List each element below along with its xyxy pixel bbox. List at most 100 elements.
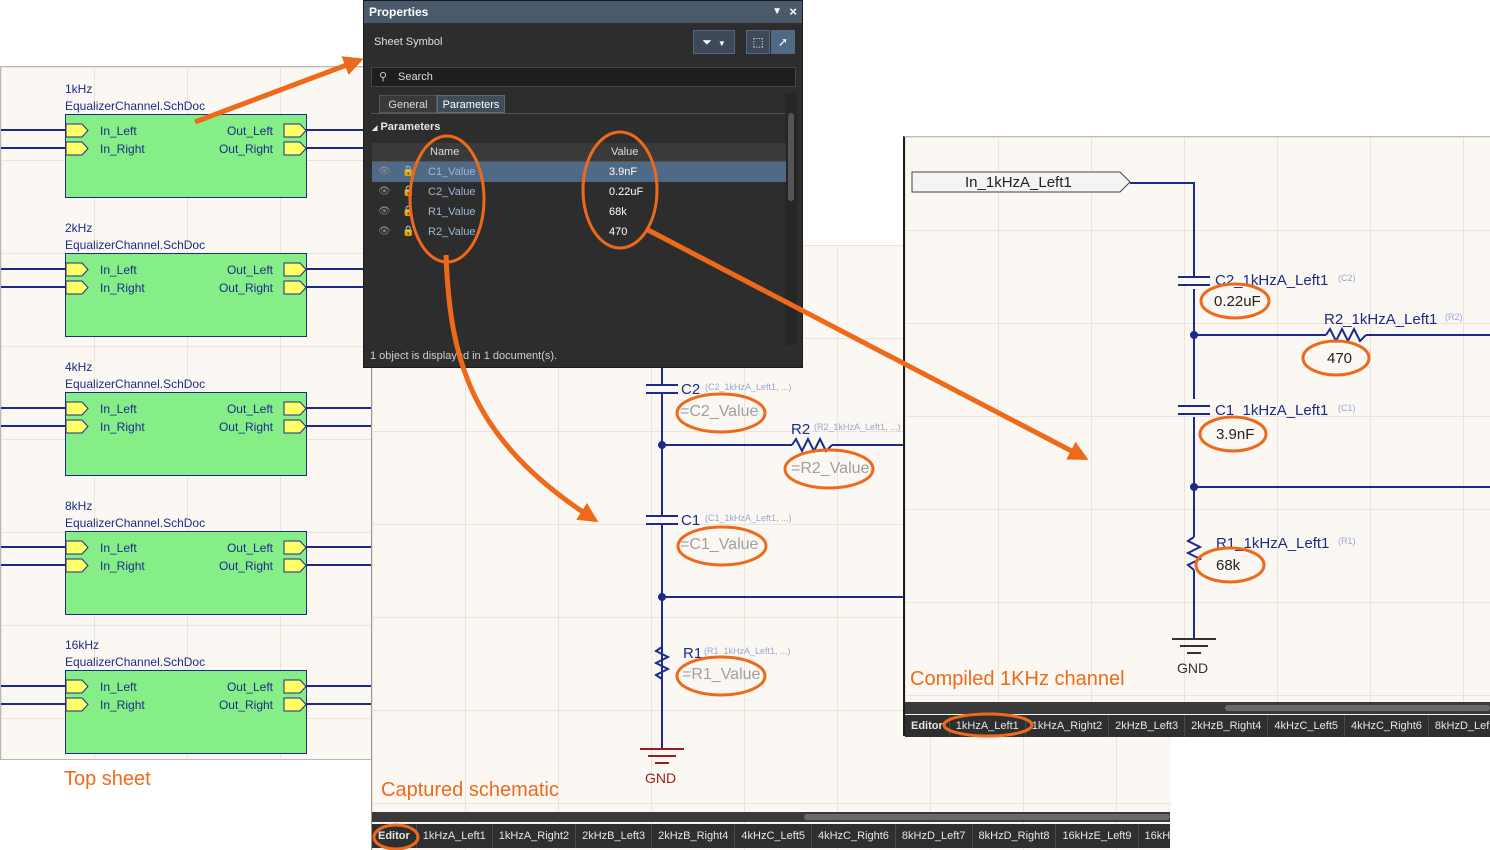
document-tab[interactable]: 1kHzA_Left1 (950, 715, 1026, 737)
scrollbar-thumb[interactable] (804, 814, 1170, 820)
document-tab[interactable]: 2kHzB_Right4 (1185, 715, 1269, 737)
compiled-port-label[interactable]: In_1kHzA_Left1 (965, 174, 1072, 191)
capacitor-c2-symbol[interactable] (646, 384, 678, 394)
sheet-symbol-filename[interactable]: EqualizerChannel.SchDoc (65, 516, 206, 530)
sheet-symbol-filename[interactable]: EqualizerChannel.SchDoc (65, 99, 206, 113)
sheet-entry-in-left[interactable]: In_Left (100, 541, 137, 555)
tab-editor[interactable]: Editor (905, 715, 950, 737)
document-tab[interactable]: 1kHzA_Right2 (1026, 715, 1110, 737)
c2-value[interactable]: =C2_Value (680, 403, 759, 420)
sheet-entry-out-right[interactable]: Out_Right (218, 698, 273, 712)
document-tab[interactable]: 4kHzC_Left5 (1268, 715, 1345, 737)
sheet-symbol-designator[interactable]: 2kHz (65, 221, 93, 235)
parameter-value[interactable]: 3.9nF (609, 166, 638, 178)
document-tab[interactable]: 8kHzD_Right8 (973, 824, 1057, 848)
parameter-name[interactable]: C2_Value (428, 186, 476, 198)
document-tab[interactable]: 8kHzD_Left7 (896, 824, 973, 848)
compiled-r1-value[interactable]: 68k (1216, 557, 1241, 574)
sheet-entry-out-left[interactable]: Out_Left (226, 263, 273, 277)
horizontal-scrollbar[interactable] (905, 702, 1490, 714)
search-input[interactable]: Search (398, 71, 433, 83)
c2-designator[interactable]: C2 (681, 381, 701, 398)
document-tab[interactable]: 1kHzA_Right2 (493, 824, 577, 848)
sheet-entry-out-right[interactable]: Out_Right (218, 559, 273, 573)
document-tab[interactable]: 2kHzB_Left3 (1109, 715, 1186, 737)
sheet-symbol-filename[interactable]: EqualizerChannel.SchDoc (65, 655, 206, 669)
compiled-c2-value[interactable]: 0.22uF (1214, 293, 1261, 310)
c1-value[interactable]: =C1_Value (680, 536, 759, 553)
lock-icon[interactable]: 🔒 (402, 206, 415, 217)
r1-value[interactable]: =R1_Value (682, 666, 761, 683)
visibility-icon[interactable]: 👁 (378, 166, 391, 177)
horizontal-scrollbar[interactable] (372, 812, 1170, 822)
sheet-symbol-designator[interactable]: 16kHz (65, 638, 100, 652)
document-tab[interactable]: 2kHzB_Left3 (576, 824, 653, 848)
document-tab[interactable]: 4kHzC_Right6 (812, 824, 896, 848)
compiled-r2-value[interactable]: 470 (1327, 350, 1353, 367)
sheet-symbol-filename[interactable]: EqualizerChannel.SchDoc (65, 238, 206, 252)
pin-icon[interactable]: ▼ (772, 6, 782, 17)
parameter-row[interactable]: 👁 🔒 C2_Value 0.22uF (372, 182, 786, 202)
sheet-symbol-designator[interactable]: 1kHz (65, 82, 93, 96)
lock-icon[interactable]: 🔒 (402, 226, 415, 237)
sheet-entry-in-left[interactable]: In_Left (100, 680, 137, 694)
parameter-row[interactable]: 👁 🔒 R1_Value 68k (372, 202, 786, 222)
parameter-name[interactable]: R2_Value (428, 226, 476, 238)
sheet-entry-in-right[interactable]: In_Right (100, 559, 145, 573)
sheet-entry-in-left[interactable]: In_Left (100, 402, 137, 416)
compiled-c1-value[interactable]: 3.9nF (1216, 426, 1255, 443)
parameter-name[interactable]: C1_Value (428, 166, 476, 178)
visibility-icon[interactable]: 👁 (378, 226, 391, 237)
column-header-value[interactable]: Value (611, 146, 639, 158)
document-tab[interactable]: 2kHzB_Right4 (652, 824, 736, 848)
parameter-value[interactable]: 68k (609, 206, 627, 218)
parameter-name[interactable]: R1_Value (428, 206, 476, 218)
sheet-entry-out-left[interactable]: Out_Left (226, 541, 273, 555)
scrollbar-thumb[interactable] (1225, 705, 1490, 711)
sheet-entry-out-right[interactable]: Out_Right (218, 420, 273, 434)
document-tab[interactable]: 16kHz (1139, 824, 1170, 848)
sheet-entry-in-right[interactable]: In_Right (100, 420, 145, 434)
parameter-value[interactable]: 0.22uF (609, 186, 644, 198)
select-pointer-button[interactable]: ➚ (771, 30, 795, 54)
search-box[interactable]: ⚲ Search (371, 67, 796, 87)
tab-general[interactable]: General (379, 95, 437, 113)
sheet-entry-out-left[interactable]: Out_Left (226, 402, 273, 416)
document-tab[interactable]: 16kHzE_Left9 (1056, 824, 1139, 848)
compiled-c1-designator[interactable]: C1_1kHzA_Left1 (1215, 402, 1329, 419)
lock-icon[interactable]: 🔒 (402, 186, 415, 197)
parameter-value[interactable]: 470 (609, 226, 628, 238)
document-tab[interactable]: 4kHzC_Left5 (735, 824, 812, 848)
capacitor-c2-symbol[interactable] (1178, 276, 1210, 286)
capacitor-c1-symbol[interactable] (646, 515, 678, 525)
select-objects-button[interactable]: ⬚ (746, 30, 770, 54)
r1-designator[interactable]: R1 (683, 645, 703, 662)
visibility-icon[interactable]: 👁 (378, 206, 391, 217)
sheet-entry-in-right[interactable]: In_Right (100, 698, 145, 712)
sheet-entry-in-left[interactable]: In_Left (100, 124, 137, 138)
column-header-name[interactable]: Name (430, 146, 460, 158)
visibility-icon[interactable]: 👁 (378, 186, 391, 197)
sheet-entry-out-left[interactable]: Out_Left (226, 124, 273, 138)
parameter-row[interactable]: 👁 🔒 R2_Value 470 (372, 222, 786, 242)
sheet-symbol-filename[interactable]: EqualizerChannel.SchDoc (65, 377, 206, 391)
sheet-symbol-designator[interactable]: 8kHz (65, 499, 93, 513)
compiled-r2-designator[interactable]: R2_1kHzA_Left1 (1324, 311, 1438, 328)
document-tab[interactable]: 4kHzC_Right6 (1345, 715, 1429, 737)
sheet-entry-in-left[interactable]: In_Left (100, 263, 137, 277)
tab-parameters[interactable]: Parameters (437, 95, 505, 113)
scrollbar-thumb[interactable] (788, 113, 794, 201)
vertical-scrollbar[interactable] (785, 93, 797, 345)
sheet-entry-out-right[interactable]: Out_Right (218, 142, 273, 156)
c1-designator[interactable]: C1 (681, 512, 701, 529)
